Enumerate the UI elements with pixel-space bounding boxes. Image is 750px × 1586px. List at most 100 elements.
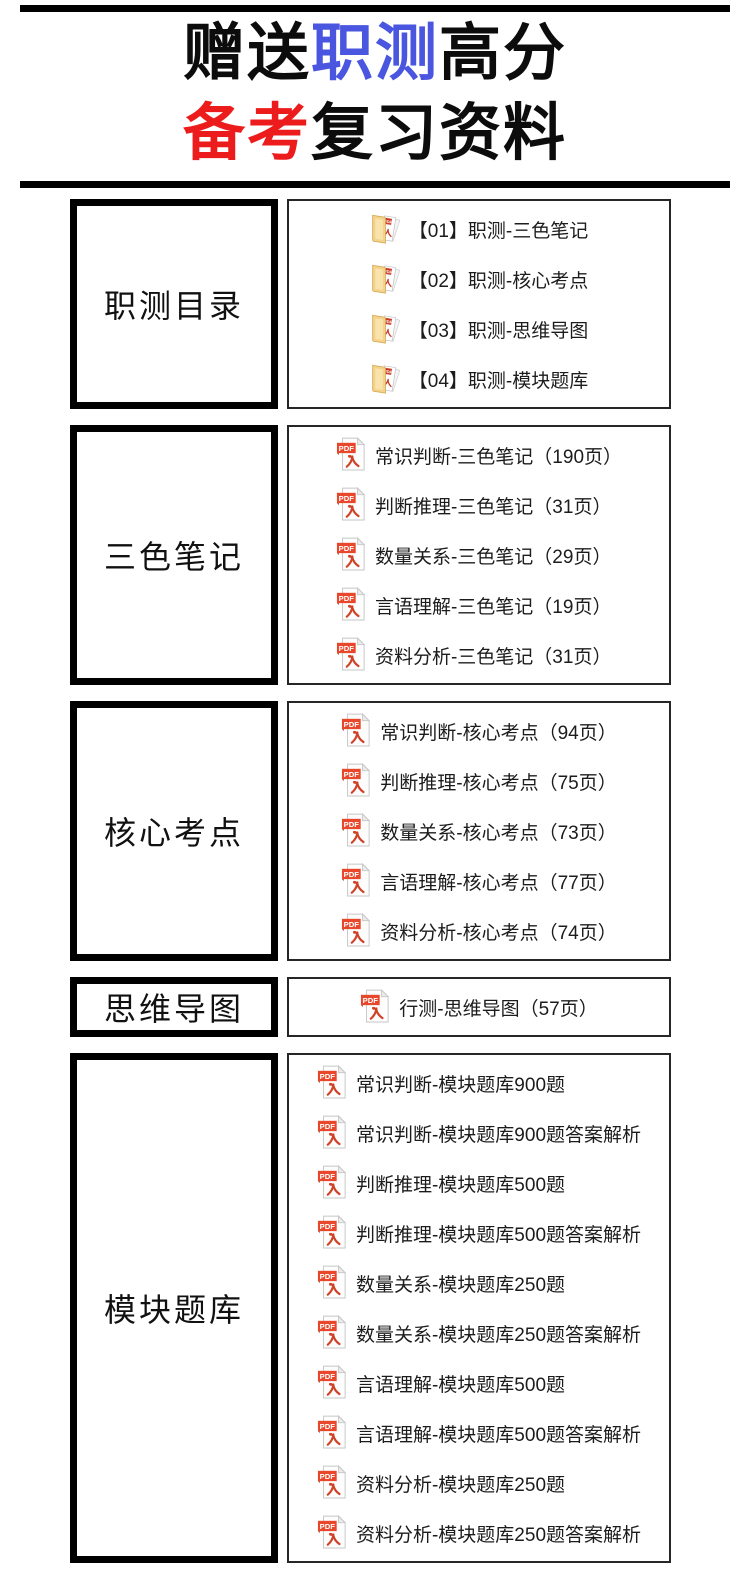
file-list: PDF 常识判断-三色笔记（190页） PDF 判断推理-三色笔记（31页） P… [336, 430, 622, 680]
pdf-folder-icon: PDF [371, 264, 400, 294]
pdf-file-icon: PDF [336, 637, 366, 671]
section-label-box: 职测目录 [70, 199, 278, 409]
pdf-file-icon: PDF [342, 813, 371, 847]
file-item-label: 资料分析-核心考点（74页） [380, 922, 617, 944]
file-item-label: 言语理解-模块题库500题 [355, 1374, 566, 1396]
file-item[interactable]: PDF 判断推理-模块题库500题 [317, 1158, 641, 1208]
file-item-label: 行测-思维导图（57页） [399, 998, 598, 1020]
pdf-file-icon: PDF [317, 1165, 347, 1199]
section: 三色笔记 PDF 常识判断-三色笔记（190页） PDF 判断推理-三色笔记（3… [70, 425, 671, 685]
file-item[interactable]: PDF 常识判断-模块题库900题答案解析 [317, 1108, 641, 1158]
svg-text:PDF: PDF [383, 319, 392, 325]
section-label-box: 三色笔记 [70, 425, 278, 685]
svg-text:PDF: PDF [320, 1372, 336, 1381]
file-item[interactable]: PDF 数量关系-核心考点（73页） [341, 806, 617, 856]
file-item[interactable]: PDF 资料分析-模块题库250题答案解析 [317, 1508, 641, 1558]
file-item[interactable]: PDF 数量关系-模块题库250题 [317, 1258, 641, 1308]
file-item[interactable]: PDF 【03】职测-思维导图 [370, 304, 588, 354]
pdf-file-icon: PDF [336, 537, 366, 571]
svg-text:PDF: PDF [344, 770, 360, 779]
section-file-list: PDF 常识判断-核心考点（94页） PDF 判断推理-核心考点（75页） PD… [287, 701, 671, 961]
section-label: 核心考点 [103, 815, 244, 851]
section: 模块题库 PDF 常识判断-模块题库900题 PDF 常识判断-模块题库900题… [70, 1053, 671, 1563]
title-bottom-rule [20, 181, 730, 188]
file-item[interactable]: PDF 言语理解-模块题库500题答案解析 [317, 1408, 641, 1458]
pdf-file-icon: PDF [317, 1065, 347, 1099]
file-item[interactable]: PDF 【01】职测-三色笔记 [370, 204, 588, 254]
section-label-box: 思维导图 [70, 977, 278, 1037]
file-item-label: 言语理解-三色笔记（19页） [374, 596, 612, 618]
file-item-label: 【02】职测-核心考点 [408, 270, 589, 292]
section: 核心考点 PDF 常识判断-核心考点（94页） PDF 判断推理-核心考点（75… [70, 701, 671, 961]
section-label: 模块题库 [103, 1292, 244, 1328]
svg-text:PDF: PDF [320, 1272, 336, 1281]
file-item[interactable]: PDF 常识判断-核心考点（94页） [341, 706, 617, 756]
sections-container: 职测目录 PDF 【01】职测-三色笔记 PDF 【02】 [0, 199, 750, 1563]
pdf-file-icon: PDF [317, 1115, 347, 1149]
pdf-file-icon: PDF [342, 713, 371, 747]
section: 职测目录 PDF 【01】职测-三色笔记 PDF 【02】 [70, 199, 671, 409]
file-item-label: 言语理解-核心考点（77页） [380, 872, 617, 894]
file-list: PDF 【01】职测-三色笔记 PDF 【02】职测-核心考点 PDF [370, 204, 588, 404]
file-item-label: 资料分析-模块题库250题答案解析 [355, 1524, 642, 1546]
svg-text:PDF: PDF [320, 1322, 336, 1331]
file-item[interactable]: PDF 言语理解-核心考点（77页） [341, 856, 617, 906]
file-item-label: 常识判断-核心考点（94页） [380, 722, 617, 744]
pdf-file-icon: PDF [342, 763, 371, 797]
file-item[interactable]: PDF 判断推理-三色笔记（31页） [336, 480, 622, 530]
svg-text:PDF: PDF [383, 269, 392, 275]
file-item[interactable]: PDF 资料分析-核心考点（74页） [341, 906, 617, 956]
pdf-file-icon: PDF [317, 1365, 347, 1399]
file-item[interactable]: PDF 【02】职测-核心考点 [370, 254, 588, 304]
file-item[interactable]: PDF 资料分析-三色笔记（31页） [336, 630, 622, 680]
file-item-label: 判断推理-模块题库500题 [355, 1174, 566, 1196]
section: 思维导图 PDF 行测-思维导图（57页） [70, 977, 671, 1037]
file-item[interactable]: PDF 资料分析-模块题库250题 [317, 1458, 641, 1508]
file-item[interactable]: PDF 【04】职测-模块题库 [370, 354, 588, 404]
file-item[interactable]: PDF 数量关系-模块题库250题答案解析 [317, 1308, 641, 1358]
file-item[interactable]: PDF 行测-思维导图（57页） [360, 982, 598, 1032]
svg-text:PDF: PDF [320, 1172, 336, 1181]
file-item[interactable]: PDF 判断推理-模块题库500题答案解析 [317, 1208, 641, 1258]
file-item-label: 言语理解-模块题库500题答案解析 [355, 1424, 642, 1446]
section-file-list: PDF 【01】职测-三色笔记 PDF 【02】职测-核心考点 PDF [287, 199, 671, 409]
file-list: PDF 行测-思维导图（57页） [360, 982, 598, 1032]
pdf-file-icon: PDF [342, 863, 371, 897]
pdf-file-icon: PDF [317, 1315, 347, 1349]
svg-text:PDF: PDF [339, 494, 355, 503]
file-item[interactable]: PDF 常识判断-三色笔记（190页） [336, 430, 622, 480]
pdf-file-icon: PDF [317, 1465, 347, 1499]
section-label: 职测目录 [103, 288, 244, 324]
title-segment: 备考 [182, 99, 311, 168]
file-item[interactable]: PDF 数量关系-三色笔记（29页） [336, 530, 622, 580]
svg-text:PDF: PDF [339, 444, 355, 453]
svg-text:PDF: PDF [339, 594, 355, 603]
section-file-list: PDF 常识判断-三色笔记（190页） PDF 判断推理-三色笔记（31页） P… [287, 425, 671, 685]
svg-text:PDF: PDF [363, 996, 379, 1005]
pdf-file-icon: PDF [336, 487, 366, 521]
pdf-folder-icon: PDF [371, 314, 400, 344]
svg-text:PDF: PDF [320, 1072, 336, 1081]
file-item[interactable]: PDF 言语理解-模块题库500题 [317, 1358, 641, 1408]
pdf-folder-icon: PDF [371, 364, 400, 394]
svg-text:PDF: PDF [320, 1472, 336, 1481]
file-item-label: 数量关系-模块题库250题 [355, 1274, 566, 1296]
pdf-file-icon: PDF [317, 1515, 347, 1549]
file-list: PDF 常识判断-核心考点（94页） PDF 判断推理-核心考点（75页） PD… [341, 706, 617, 956]
section-file-list: PDF 行测-思维导图（57页） [287, 977, 671, 1037]
page-title-line1: 赠送职测高分 [0, 16, 750, 92]
file-item[interactable]: PDF 判断推理-核心考点（75页） [341, 756, 617, 806]
svg-text:PDF: PDF [344, 720, 360, 729]
file-item[interactable]: PDF 言语理解-三色笔记（19页） [336, 580, 622, 630]
pdf-file-icon: PDF [361, 989, 390, 1023]
file-item-label: 资料分析-三色笔记（31页） [374, 646, 612, 668]
svg-text:PDF: PDF [339, 644, 355, 653]
svg-text:PDF: PDF [320, 1222, 336, 1231]
file-item[interactable]: PDF 常识判断-模块题库900题 [317, 1058, 641, 1108]
section-file-list: PDF 常识判断-模块题库900题 PDF 常识判断-模块题库900题答案解析 … [287, 1053, 671, 1563]
svg-text:PDF: PDF [344, 870, 360, 879]
svg-text:PDF: PDF [320, 1422, 336, 1431]
svg-text:PDF: PDF [320, 1122, 336, 1131]
svg-text:PDF: PDF [344, 920, 360, 929]
svg-text:PDF: PDF [344, 820, 360, 829]
